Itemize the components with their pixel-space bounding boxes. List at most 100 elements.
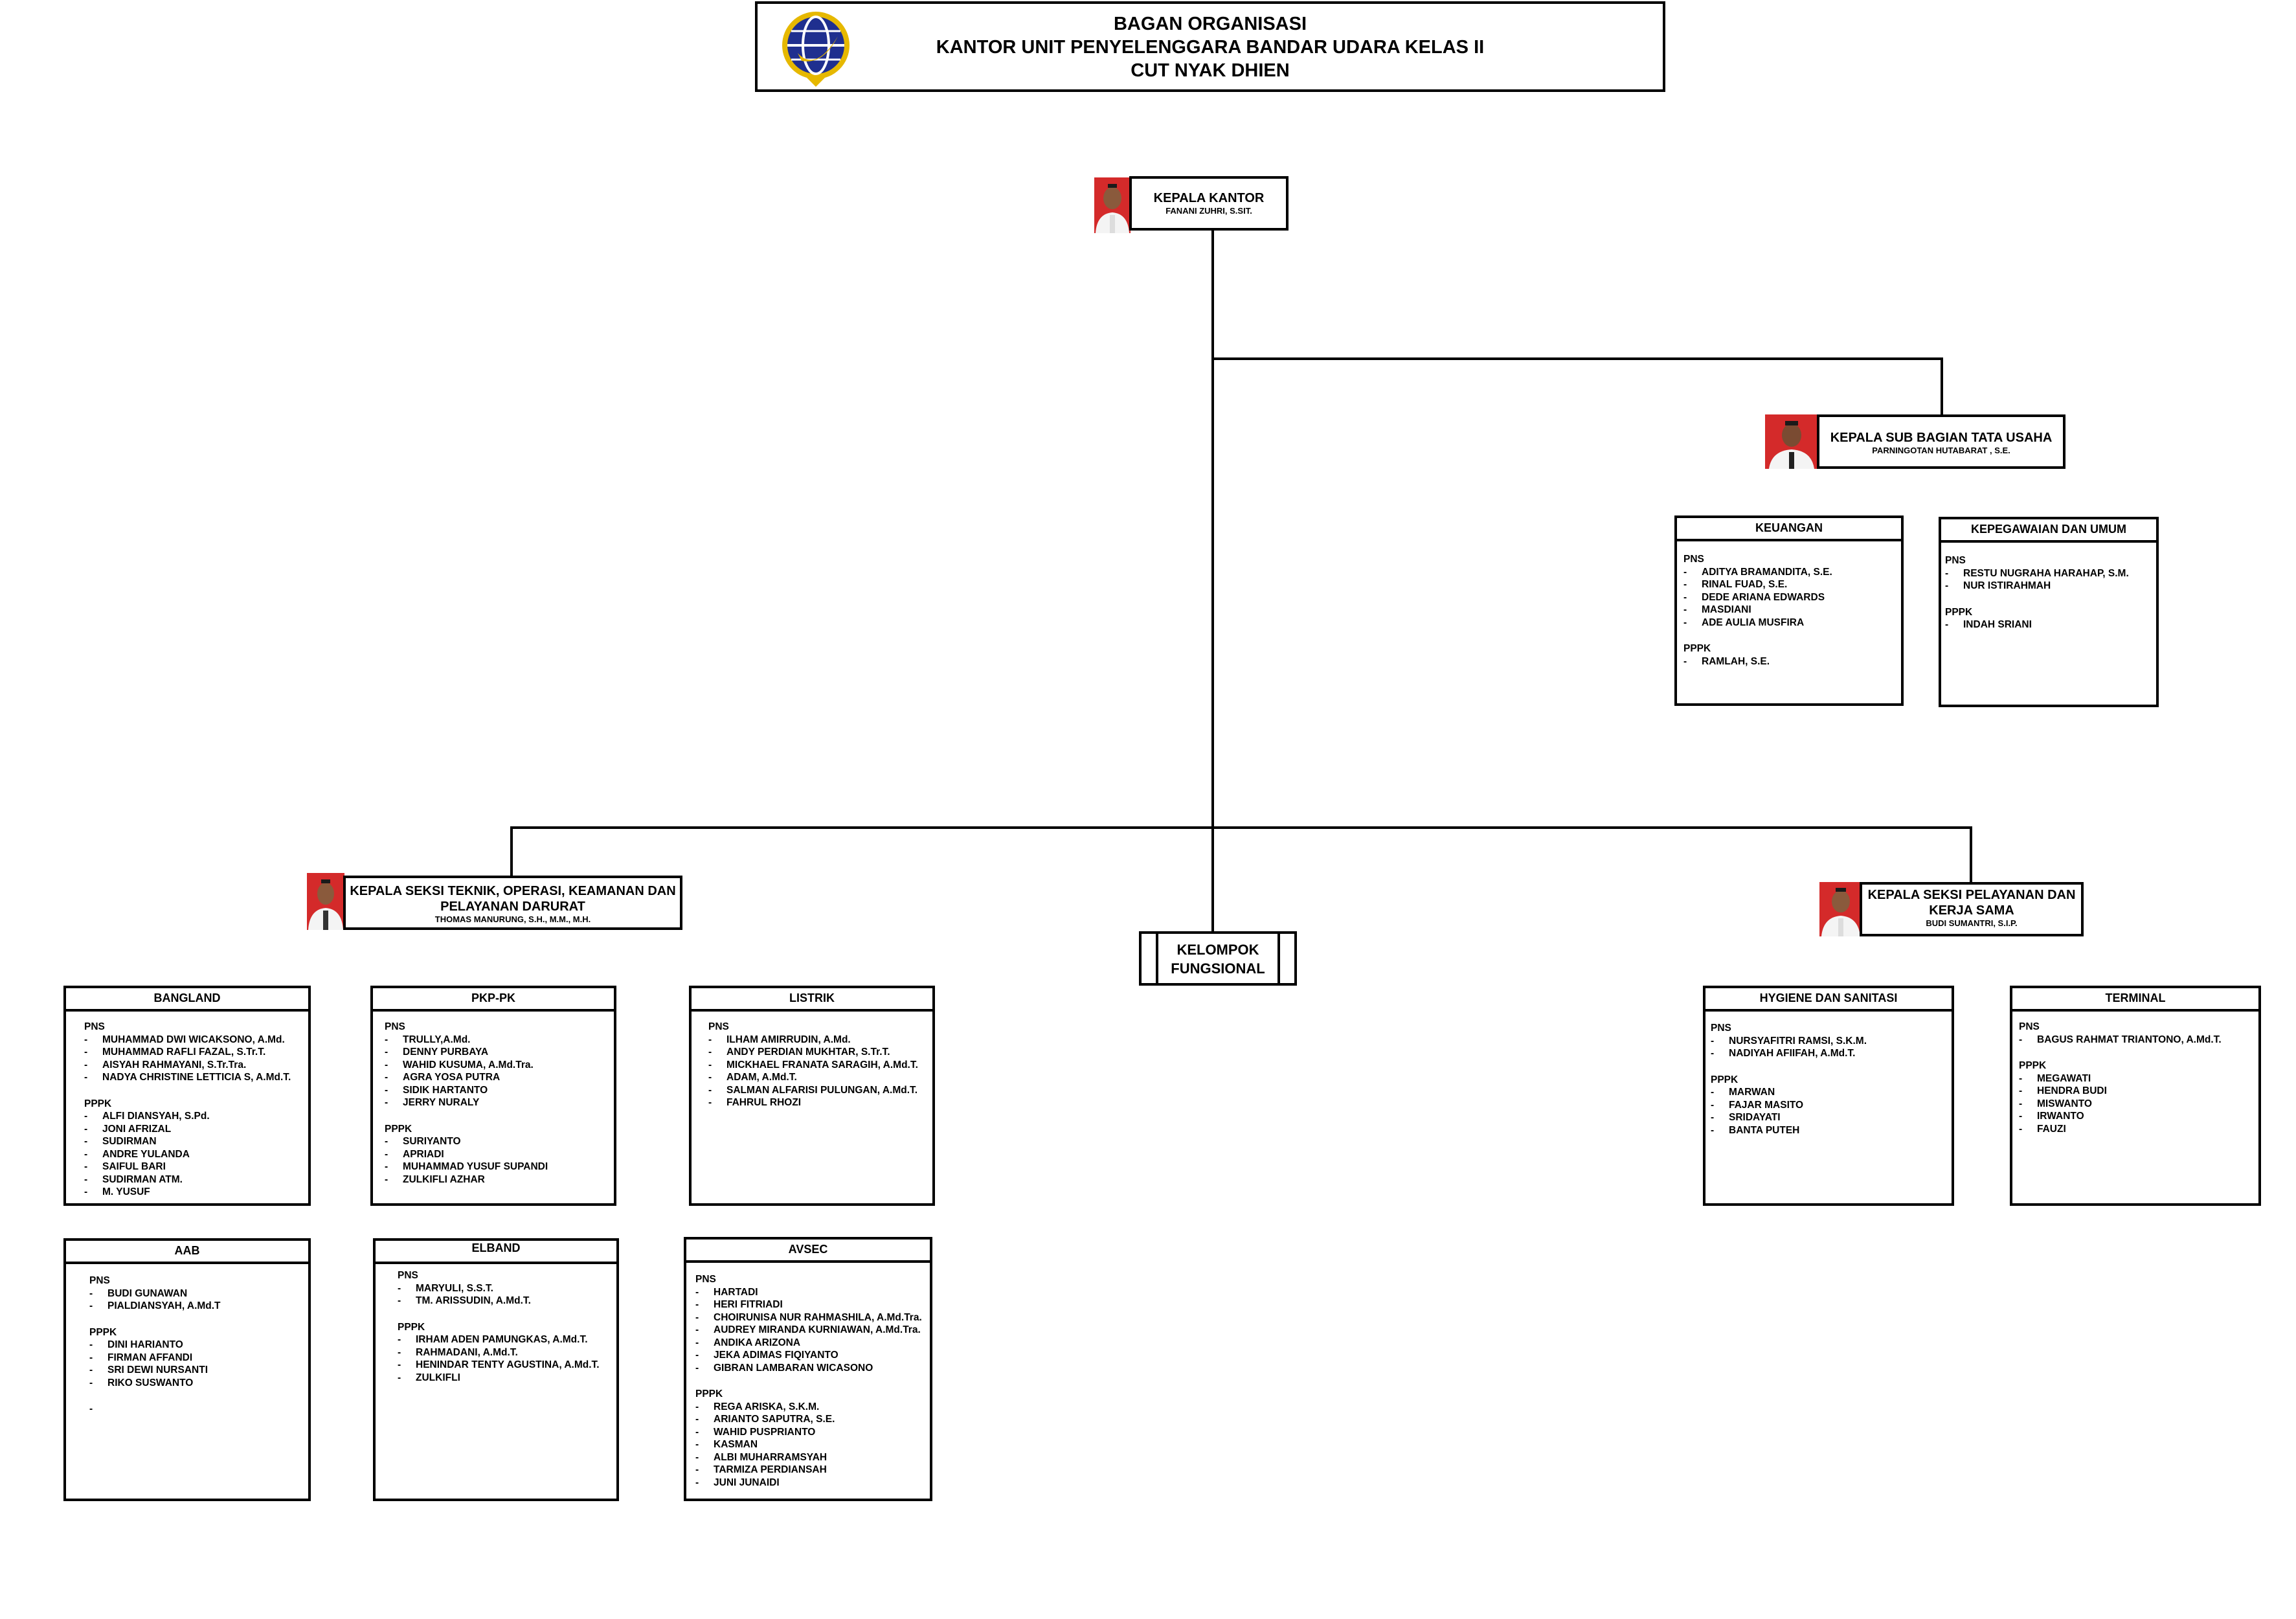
member-name: NURSYAFITRI RAMSI, S.K.M. bbox=[1729, 1035, 1867, 1047]
bullet-dash: - bbox=[84, 1136, 88, 1147]
unit-title-bangland: BANGLAND bbox=[66, 988, 308, 1012]
member-item: - WAHID PUSPRIANTO bbox=[695, 1426, 927, 1439]
tata-usaha-photo bbox=[1765, 414, 1818, 469]
member-item: -MISWANTO bbox=[2019, 1098, 2256, 1111]
member-item: -INDAH SRIANI bbox=[1945, 618, 2154, 631]
member-name: ARIANTO SAPUTRA, S.E. bbox=[714, 1414, 835, 1425]
bullet-dash: - bbox=[695, 1464, 699, 1475]
bullet-dash: - bbox=[1683, 617, 1687, 628]
member-item: -HENINDAR TENTY AGUSTINA, A.Md.T. bbox=[398, 1359, 614, 1372]
member-item: - SUDIRMAN bbox=[84, 1135, 306, 1148]
bullet-dash: - bbox=[1711, 1099, 1715, 1111]
pelayanan-photo bbox=[1819, 882, 1862, 936]
chart-title-line3: CUT NYAK DHIEN bbox=[1131, 60, 1290, 81]
unit-title-hygiene: HYGIENE DAN SANITASI bbox=[1705, 988, 1952, 1012]
member-name: MARYULI, S.S.T. bbox=[416, 1282, 493, 1294]
member-item: -M. YUSUF bbox=[84, 1186, 306, 1199]
unit-box-bangland: BANGLAND PNS-MUHAMMAD DWI WICAKSONO, A.M… bbox=[63, 986, 311, 1206]
bullet-dash: - bbox=[398, 1334, 401, 1345]
unit-body: PNS-ILHAM AMIRRUDIN, A.Md.-ANDY PERDIAN … bbox=[708, 1021, 930, 1123]
member-item: -MARWAN bbox=[1711, 1086, 1949, 1099]
unit-title-pkppk: PKP-PK bbox=[373, 988, 614, 1012]
member-item: -DINI HARIANTO bbox=[89, 1339, 306, 1352]
trailing-dash: - bbox=[89, 1403, 93, 1414]
member-item: - FAJAR MASITO bbox=[1711, 1099, 1949, 1112]
member-item: -MEGAWATI bbox=[2019, 1072, 2256, 1085]
member-name: JERRY NURALY bbox=[403, 1097, 480, 1108]
member-group: PNS-ADITYA BRAMANDITA, S.E.-RINAL FUAD, … bbox=[1683, 553, 1898, 629]
bullet-dash: - bbox=[398, 1359, 401, 1370]
member-name: ILHAM AMIRRUDIN, A.Md. bbox=[726, 1034, 851, 1045]
pelayanan-box: KEPALA SEKSI PELAYANAN DAN KERJA SAMA BU… bbox=[1860, 882, 2084, 936]
member-item: -ALBI MUHARRAMSYAH bbox=[695, 1451, 927, 1464]
bullet-dash: - bbox=[1711, 1035, 1715, 1047]
bullet-dash: - bbox=[84, 1034, 88, 1045]
member-item: - JERRY NURALY bbox=[385, 1096, 611, 1109]
bullet-dash: - bbox=[695, 1401, 699, 1412]
connector-pelayanan-vertical bbox=[1970, 826, 1972, 882]
member-name: APRIADI bbox=[403, 1148, 444, 1160]
member-item: -ZULKIFLI AZHAR bbox=[385, 1173, 611, 1186]
member-name: SUDIRMAN bbox=[102, 1136, 157, 1147]
member-group: PNS-MARYULI, S.S.T.-TM. ARISSUDIN, A.Md.… bbox=[398, 1269, 614, 1308]
member-name: ALBI MUHARRAMSYAH bbox=[714, 1451, 827, 1463]
member-name: WAHID PUSPRIANTO bbox=[714, 1426, 816, 1438]
member-name: ZULKIFLI AZHAR bbox=[403, 1173, 485, 1185]
bullet-dash: - bbox=[385, 1148, 388, 1160]
bullet-dash: - bbox=[89, 1300, 93, 1311]
member-item: -NUR ISTIRAHMAH bbox=[1945, 580, 2154, 593]
member-name: JEKA ADIMAS FIQIYANTO bbox=[714, 1350, 838, 1361]
member-item: -IRWANTO bbox=[2019, 1110, 2256, 1123]
bullet-dash: - bbox=[695, 1324, 699, 1335]
member-item: -IRHAM ADEN PAMUNGKAS, A.Md.T. bbox=[398, 1333, 614, 1346]
unit-body: PNS-HARTADI-HERI FITRIADI-CHOIRUNISA NUR… bbox=[695, 1273, 927, 1502]
member-item: -SURIYANTO bbox=[385, 1135, 611, 1148]
member-group-label: PPPK bbox=[89, 1326, 117, 1338]
tata-usaha-name: PARNINGOTAN HUTABARAT , S.E. bbox=[1872, 446, 2010, 455]
bullet-dash: - bbox=[1683, 591, 1687, 603]
member-item: -ZULKIFLI bbox=[398, 1372, 614, 1385]
member-group-label: PPPK bbox=[1683, 643, 1711, 654]
bullet-dash: - bbox=[84, 1072, 88, 1083]
member-name: MUHAMMAD DWI WICAKSONO, A.Md. bbox=[102, 1034, 285, 1045]
unit-title-terminal: TERMINAL bbox=[2012, 988, 2258, 1012]
member-name: KASMAN bbox=[714, 1439, 758, 1450]
bullet-dash: - bbox=[1711, 1124, 1715, 1136]
bullet-dash: - bbox=[1711, 1112, 1715, 1123]
member-item: -TRULLY,A.Md. bbox=[385, 1034, 611, 1047]
bullet-dash: - bbox=[84, 1161, 88, 1172]
member-name: HARTADI bbox=[714, 1286, 758, 1298]
member-name: ANDY PERDIAN MUKHTAR, S.Tr.T. bbox=[726, 1047, 890, 1058]
member-group: PNS-BAGUS RAHMAT TRIANTONO, A.Md.T. bbox=[2019, 1021, 2256, 1046]
bullet-dash: - bbox=[2019, 1111, 2023, 1122]
bullet-dash: - bbox=[695, 1426, 699, 1438]
member-name: PIALDIANSYAH, A.Md.T bbox=[107, 1300, 221, 1311]
unit-box-aab: AAB PNS-BUDI GUNAWAN-PIALDIANSYAH, A.Md.… bbox=[63, 1238, 311, 1501]
member-item: -RESTU NUGRAHA HARAHAP, S.M. bbox=[1945, 567, 2154, 580]
member-item: -HENDRA BUDI bbox=[2019, 1085, 2256, 1098]
member-group-label: PNS bbox=[2019, 1021, 2040, 1032]
member-group: PPPK-INDAH SRIANI bbox=[1945, 606, 2154, 631]
bullet-dash: - bbox=[385, 1097, 388, 1108]
member-group: PNS-NURSYAFITRI RAMSI, S.K.M.-NADIYAH AF… bbox=[1711, 1022, 1949, 1060]
unit-box-avsec: AVSEC PNS-HARTADI-HERI FITRIADI-CHOIRUNI… bbox=[684, 1237, 932, 1501]
kepala-kantor-photo bbox=[1094, 177, 1131, 233]
member-group-label: PNS bbox=[1683, 554, 1704, 565]
member-item: -MASDIANI bbox=[1683, 604, 1898, 617]
unit-title-listrik: LISTRIK bbox=[692, 988, 932, 1012]
member-group-label: PPPK bbox=[1711, 1074, 1739, 1085]
member-item: -MARYULI, S.S.T. bbox=[398, 1282, 614, 1295]
member-name: RAMLAH, S.E. bbox=[1702, 655, 1770, 667]
bullet-dash: - bbox=[708, 1059, 712, 1070]
bullet-dash: - bbox=[695, 1362, 699, 1374]
bullet-dash: - bbox=[695, 1311, 699, 1323]
member-name: JONI AFRIZAL bbox=[102, 1123, 172, 1135]
bullet-dash: - bbox=[2019, 1123, 2023, 1135]
member-name: RIKO SUSWANTO bbox=[107, 1377, 194, 1388]
member-item: -RAHMADANI, A.Md.T. bbox=[398, 1346, 614, 1359]
member-name: FAJAR MASITO bbox=[1729, 1099, 1804, 1111]
bullet-dash: - bbox=[84, 1047, 88, 1058]
member-item: -RIKO SUSWANTO bbox=[89, 1377, 306, 1390]
member-item: -REGA ARISKA, S.K.M. bbox=[695, 1401, 927, 1414]
member-group: PPPK-MARWAN-FAJAR MASITO-SRIDAYATI-BANTA… bbox=[1711, 1074, 1949, 1137]
